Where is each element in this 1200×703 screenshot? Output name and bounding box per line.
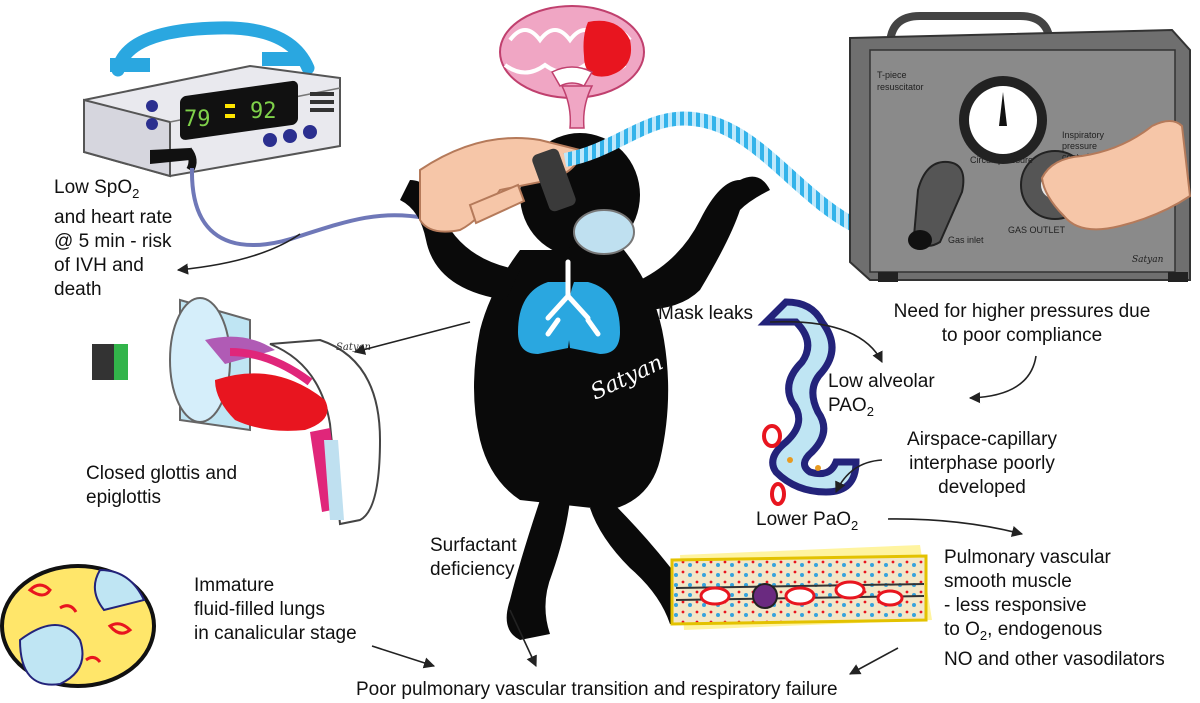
surfactant-line1: Surfactant [430,535,517,556]
low-spo2-subscript: 2 [132,185,140,201]
hand-holding-mask [419,137,635,255]
arrow-infant-to-airway [353,321,471,355]
inspiratory-label-line1: Inspiratory [1062,130,1105,140]
higher-pressures-line1: Need for higher pressures due [893,301,1151,322]
immature-line3: in canalicular stage [194,623,357,644]
low-spo2-line1: Low SpO [54,177,133,198]
pulmonary-vessel-illustration [670,545,932,630]
artist-signature-device: Satyan [1132,255,1164,265]
closed-glottis-line2: epiglottis [86,487,161,508]
closed-glottis-label: Closed glottis and epiglottis [86,462,237,510]
airspace-line2: interphase poorly [909,453,1055,474]
circuit-pressure-label: Circuit pressure [970,155,1033,165]
gas-outlet-label: GAS OUTLET [1008,225,1066,235]
resuscitator-tubing [563,111,864,235]
arrow-pressures [968,355,1037,404]
low-spo2-line3: @ 5 min - risk [54,230,172,252]
vascular-line1: Pulmonary vascular [944,547,1111,568]
arrow-vascular [849,647,899,675]
higher-pressures-label: Need for higher pressures due to poor co… [872,300,1172,348]
airway-cross-section: Satyan [92,297,382,526]
arrow-airspace [835,459,883,494]
alveolus-illustration [757,298,860,506]
hand-on-knob [1040,120,1192,231]
surfactant-label: Surfactant deficiency [430,534,517,582]
low-spo2-label: Low SpO2 and heart rate @ 5 min - risk o… [54,176,172,302]
arrow-surfactant [509,609,537,668]
brain-illustration [499,5,645,129]
pulse-oximeter-monitor: 79 92 [83,21,341,178]
bottom-conclusion-label: Poor pulmonary vascular transition and r… [356,679,838,700]
low-alveolar-line1: Low alveolar [828,371,935,392]
device-title-line1: T-piece [877,70,907,80]
spo2-readout: 79 [184,107,211,132]
low-spo2-line4: of IVH and [54,254,144,276]
oximeter-cable [189,167,426,248]
vascular-line2: smooth muscle [944,571,1072,592]
airspace-line1: Airspace-capillary [907,429,1057,450]
lower-pao2-label: Lower PaO2 [756,508,858,538]
immature-line1: Immature [194,575,275,596]
low-alveolar-label: Low alveolar PAO2 [828,370,935,424]
higher-pressures-line2: to poor compliance [941,325,1103,346]
low-spo2-line2: and heart rate [54,206,173,228]
gas-inlet-label: Gas inlet [948,235,984,245]
low-alveolar-line2: PAO [828,395,867,416]
canalicular-lung-section [0,564,156,688]
arrow-mask-leaks [769,320,883,364]
surfactant-line2: deficiency [430,559,515,580]
closed-glottis-line1: Closed glottis and [86,463,238,484]
preterm-infant-silhouette: Satyan [400,133,770,640]
vascular-subscript: 2 [979,627,988,643]
heart-rate-readout: 92 [250,99,277,124]
arrow-immature [371,645,436,669]
low-spo2-line5: death [54,278,102,300]
device-title-line2: resuscitator [877,82,924,92]
low-alveolar-subscript: 2 [866,403,874,419]
vascular-line4-post: , endogenous [987,619,1103,640]
arrow-cable-to-spo2 [176,233,301,275]
arrow-lower-pao2 [887,518,1024,537]
lower-pao2-text: Lower PaO [756,509,852,530]
artist-signature-airway: Satyan [336,342,371,353]
immature-lungs-label: Immature fluid-filled lungs in canalicul… [194,574,357,646]
airspace-label: Airspace-capillary interphase poorly dev… [882,428,1082,500]
vascular-label: Pulmonary vascular smooth muscle - less … [944,546,1165,672]
inspiratory-label-line2: pressure [1062,141,1097,151]
vascular-line4: to O [944,619,980,640]
immature-line2: fluid-filled lungs [194,599,325,620]
mask-leaks-label: Mask leaks [658,303,754,324]
airspace-line3: developed [938,477,1026,498]
flow-arrows [176,233,1037,675]
lower-pao2-subscript: 2 [851,517,859,533]
vascular-line5: NO and other vasodilators [944,648,1165,670]
vascular-line3: - less responsive [944,595,1087,616]
